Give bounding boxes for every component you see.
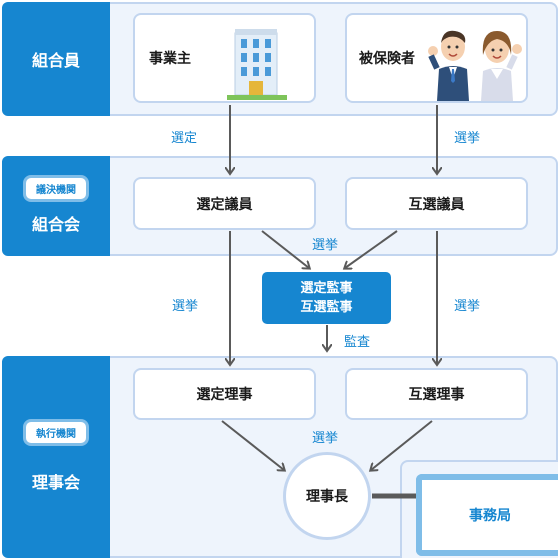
insured-label: 被保険者 bbox=[359, 51, 415, 67]
office-label: 事務局 bbox=[469, 508, 511, 524]
auditors-line2: 互選監事 bbox=[300, 300, 353, 315]
insured-box: 被保険者 bbox=[345, 13, 528, 103]
employer-box: 事業主 bbox=[133, 13, 316, 103]
elected-director-label: 選定理事 bbox=[196, 387, 253, 403]
board-label: 理事会 bbox=[31, 472, 80, 492]
mutual-councilor-box: 互選議員 bbox=[345, 177, 528, 230]
chairman-circle: 理事長 bbox=[283, 452, 371, 540]
employer-label: 事業主 bbox=[149, 51, 191, 67]
edge-label-audit: 監査 bbox=[344, 335, 371, 350]
mutual-councilor-label: 互選議員 bbox=[408, 196, 465, 213]
mutual-director-label: 互選理事 bbox=[408, 387, 465, 403]
edge-label-elect-top: 選挙 bbox=[454, 131, 481, 146]
people-icon bbox=[425, 25, 523, 107]
members-label: 組合員 bbox=[31, 51, 80, 70]
elected-director-box: 選定理事 bbox=[133, 368, 316, 420]
board-tag: 執行機関 bbox=[26, 421, 86, 443]
building-icon bbox=[227, 21, 287, 105]
elected-councilor-label: 選定議員 bbox=[196, 196, 253, 213]
office-box: 事務局 bbox=[416, 474, 558, 556]
board-band-label: 執行機関 理事会 bbox=[2, 356, 110, 558]
edge-label-select: 選定 bbox=[171, 131, 198, 146]
edge-label-elect-chair: 選挙 bbox=[312, 431, 339, 446]
mutual-director-box: 互選理事 bbox=[345, 368, 528, 420]
auditors-line1: 選定監事 bbox=[300, 281, 353, 296]
arrow-elected-director-to-chairman bbox=[221, 420, 284, 470]
assembly-band-label: 議決機関 組合会 bbox=[2, 156, 110, 256]
edge-label-elect-auditor: 選挙 bbox=[312, 238, 339, 253]
edge-label-elect-right: 選挙 bbox=[454, 299, 481, 314]
arrow-elected-councilor-to-auditors bbox=[261, 230, 309, 268]
edge-label-elect-left: 選挙 bbox=[172, 299, 199, 314]
arrow-mutual-director-to-chairman bbox=[371, 420, 433, 470]
assembly-label: 組合会 bbox=[31, 214, 80, 234]
auditors-box: 選定監事 互選監事 bbox=[262, 272, 391, 324]
assembly-tag: 議決機関 bbox=[26, 177, 86, 199]
members-band-label: 組合員 bbox=[2, 2, 110, 116]
elected-councilor-box: 選定議員 bbox=[133, 177, 316, 230]
arrow-mutual-councilor-to-auditors bbox=[345, 230, 398, 268]
chairman-label: 理事長 bbox=[306, 489, 348, 505]
